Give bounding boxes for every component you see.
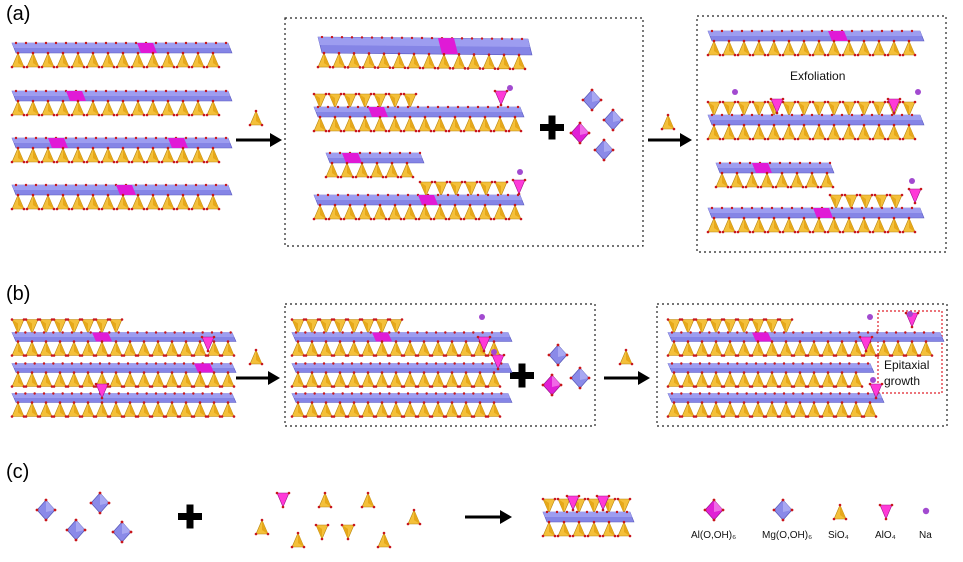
b1-layer-1: [10, 317, 237, 358]
reagent-tetra-b1-icon: [248, 348, 264, 366]
b2-layer-3: [290, 349, 513, 419]
a2-layer-1: [316, 35, 533, 71]
epitaxial-label-line2: growth: [884, 374, 920, 388]
b2-layer-2: [290, 362, 513, 389]
legend-label-na: Na: [919, 530, 932, 541]
octahedra-cluster-c: [35, 491, 133, 544]
layer-structures: [10, 29, 945, 538]
a2-layer-4: [312, 180, 525, 221]
tetrahedra-cluster-c: [254, 491, 422, 549]
panel-a-box-2: [284, 17, 644, 247]
legend-label-alo4: AlO₄: [875, 530, 896, 541]
b3-layer-3: [666, 377, 885, 419]
a2-layer-2: [312, 85, 525, 133]
legend-label-mg-oct: Mg(O,OH)₆: [762, 530, 812, 541]
na-atom-icon: [922, 507, 930, 515]
plus-b-icon: [510, 363, 534, 388]
panel-label-a: (a): [6, 3, 30, 25]
a3-layer-1: [706, 29, 925, 57]
arrow-a1-icon: [236, 133, 282, 147]
b2-layer-1: [290, 314, 513, 358]
a3-layer-2: [706, 89, 925, 141]
a3-layer-4: [706, 193, 925, 234]
legend-label-al-oct: Al(O,OH)₆: [691, 530, 736, 541]
arrow-b2-icon: [604, 371, 650, 385]
a1-layer-4: [10, 183, 233, 211]
octahedra-cluster-b: [541, 343, 591, 397]
arrow-b1-icon: [236, 371, 280, 385]
b3-layer-2: [666, 362, 875, 389]
al-octahedron-icon: [703, 498, 725, 522]
legend: Al(O,OH)₆ Mg(O,OH)₆ SiO₄ AlO₄ Na: [691, 498, 932, 541]
panel-b-box-3: [656, 303, 948, 427]
c-product-layer: [541, 494, 635, 538]
sio4-tetrahedron-icon: [832, 503, 848, 521]
exfoliation-label: Exfoliation: [790, 69, 845, 83]
mg-octahedron-icon: [772, 498, 794, 522]
b3-layer-1: [666, 311, 945, 358]
b1-layer-3: [10, 382, 237, 419]
reagent-tetra-b2-icon: [618, 348, 634, 366]
octahedra-cluster-a: [569, 88, 624, 162]
epitaxial-label-line1: Epitaxial: [884, 358, 929, 372]
a1-layer-3: [10, 136, 233, 164]
alo4-tetrahedron-icon: [878, 503, 894, 521]
plus-c-icon: [178, 504, 202, 529]
panel-label-c: (c): [6, 461, 29, 483]
b1-layer-2: [10, 362, 237, 389]
panel-a-box-3: [696, 15, 947, 253]
arrow-a2-icon: [648, 133, 692, 147]
panel-b-box-2: [284, 303, 596, 427]
reagent-tetra-a2-icon: [660, 113, 676, 131]
legend-label-sio4: SiO₄: [828, 530, 849, 541]
arrow-c-icon: [465, 510, 512, 524]
a2-layer-3: [324, 151, 527, 196]
plus-a-icon: [540, 115, 564, 140]
a3-layer-3: [714, 161, 923, 205]
panel-label-b: (b): [6, 283, 30, 305]
a1-layer-1: [10, 41, 233, 69]
reagent-tetra-a1-icon: [248, 109, 264, 127]
a1-layer-2: [10, 89, 233, 117]
